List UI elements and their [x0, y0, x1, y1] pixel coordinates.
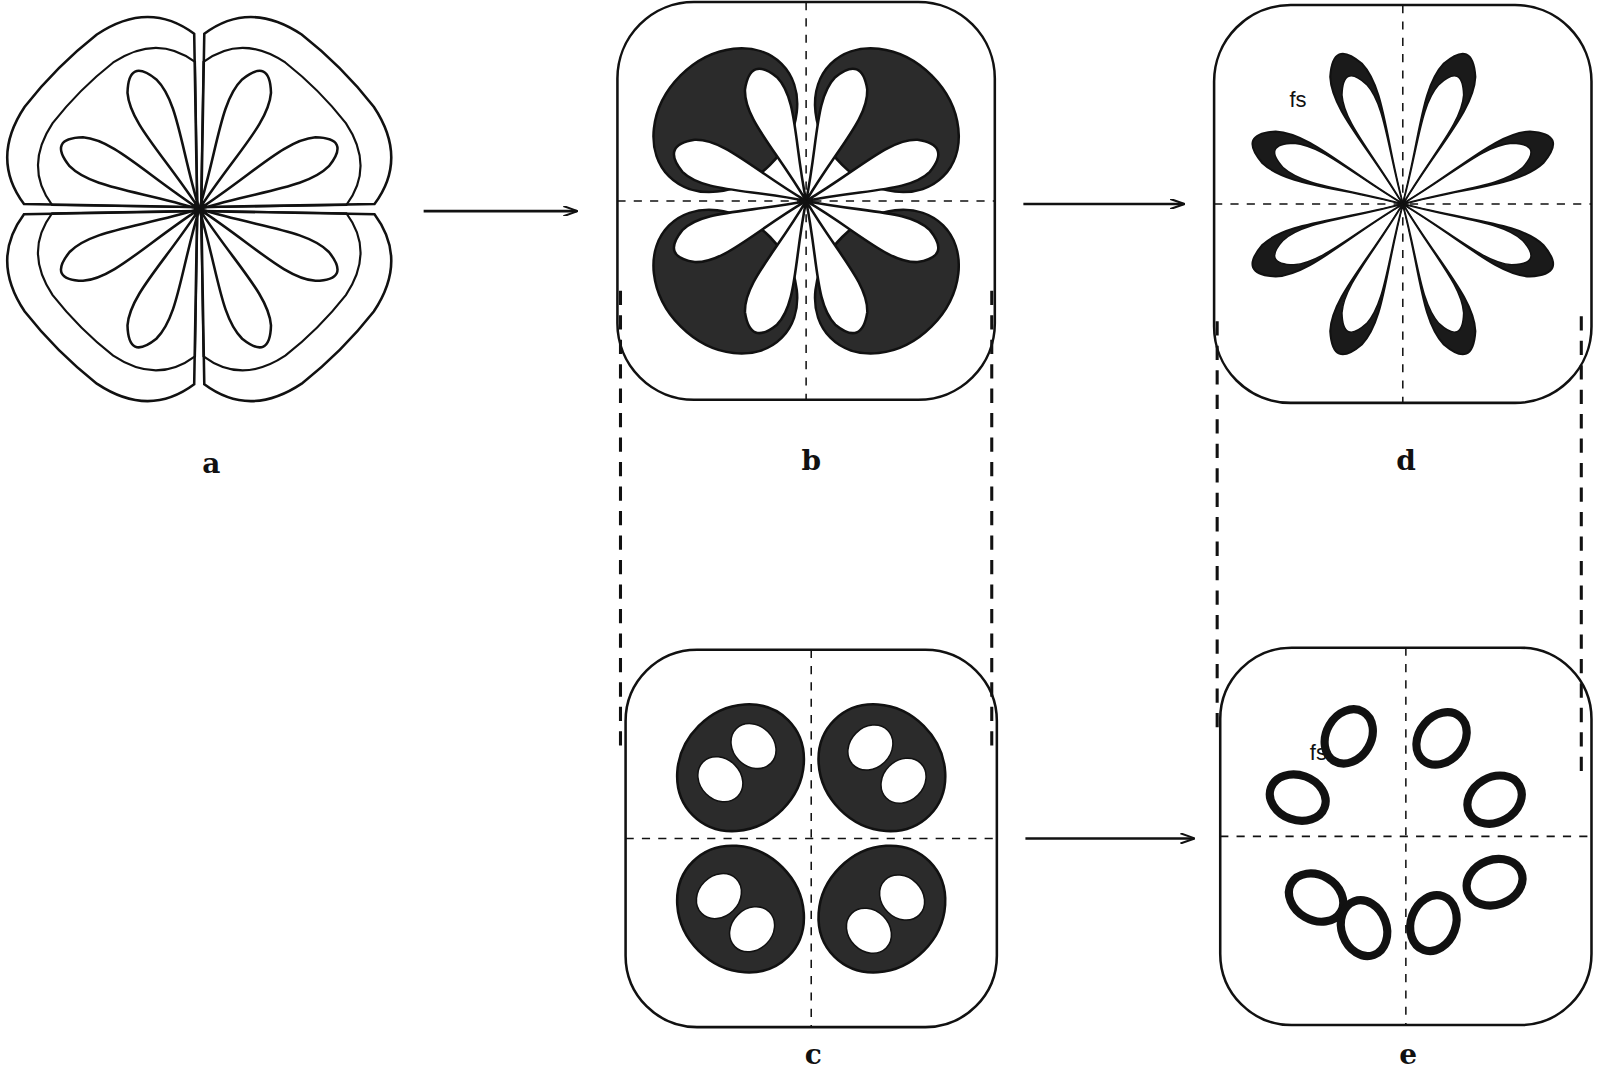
fs-label: fs [1310, 742, 1327, 764]
figure-letter: a [202, 450, 220, 478]
fs-label: fs [1289, 89, 1306, 111]
figure-letter: d [1396, 447, 1416, 475]
figure-letter: b [801, 447, 821, 475]
figure-letter: c [805, 1041, 822, 1069]
figure-letter: e [1399, 1041, 1417, 1069]
